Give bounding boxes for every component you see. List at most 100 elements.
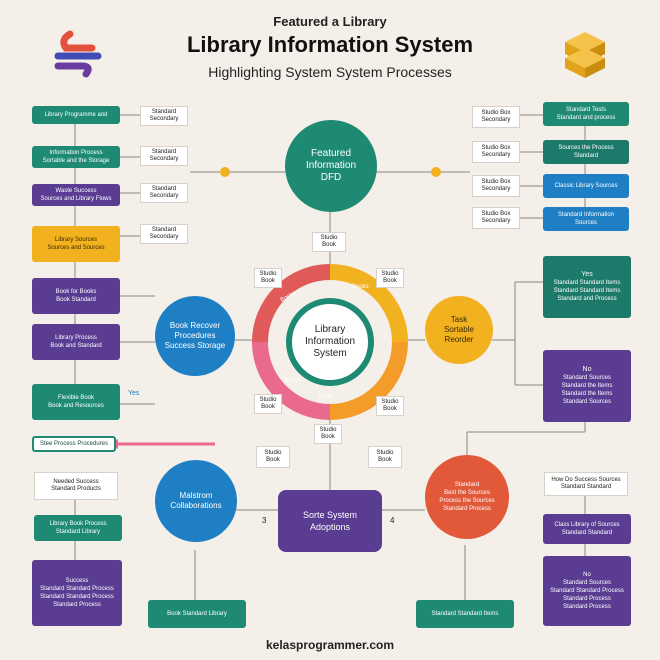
right-box-3: Classic Library Sources bbox=[543, 174, 629, 198]
bottom-right-box-2-l4: Standard Process bbox=[563, 604, 611, 610]
ring-tag-1-sub: Book bbox=[261, 278, 275, 284]
bottom-box-2-text: Standard Standard Items bbox=[431, 611, 499, 617]
bottom-left-box-2-text: Success bbox=[65, 578, 89, 584]
right-tag-1-text: Studio Box bbox=[481, 110, 511, 116]
red-circle-line4: Standard Process bbox=[443, 506, 491, 512]
bottom-right-tag-sub: Standard Standard bbox=[560, 484, 612, 490]
yellow-circle-line3: Reorder bbox=[444, 335, 474, 344]
core-line1: Library bbox=[314, 324, 346, 335]
mid-circle: Malstrom Collaborations bbox=[155, 460, 237, 542]
right-box-1-sub: Standard and process bbox=[556, 115, 616, 121]
bottom-right-box-1-text: Class Library of Sources bbox=[554, 522, 620, 528]
right-box-4-text: Standard Information bbox=[557, 212, 615, 218]
left-tag-3-text: Standard bbox=[151, 186, 177, 192]
yes-box-line2: Standard Standard Items bbox=[553, 288, 621, 294]
left-tag-4-sub: Secondary bbox=[149, 234, 179, 240]
mid-circle-line1: Malstrom bbox=[179, 491, 213, 500]
bottom-left-box-1-sub: Standard Library bbox=[55, 529, 101, 535]
bottom-right-box-2-title: No bbox=[583, 572, 591, 578]
header-kicker: Featured a Library bbox=[273, 14, 387, 29]
left-box-1: Library Programme and bbox=[32, 106, 120, 124]
center-box-num-left: 3 bbox=[262, 516, 267, 525]
ring-tag-4-text: Studio bbox=[381, 399, 399, 405]
bottom-box-2: Standard Standard Items bbox=[416, 600, 514, 628]
center-box-line1: Sorte System bbox=[302, 510, 358, 520]
right-box-1-text: Standard Tests bbox=[566, 107, 606, 113]
no-box-line4: Standard Sources bbox=[562, 399, 612, 405]
hub-line3: DFD bbox=[320, 172, 342, 183]
red-circle-line3: Process the Sources bbox=[439, 498, 495, 504]
left-box-5-sub: Book Standard bbox=[56, 297, 96, 303]
left-box-4-sub: Sources and Sources bbox=[47, 245, 105, 251]
left-box-6-sub: Book and Standard bbox=[50, 343, 102, 349]
right-tag-3-text: Studio Box bbox=[481, 179, 511, 185]
ring-label-bottom: Books bbox=[318, 394, 335, 400]
right-tag-2-sub: Secondary bbox=[481, 152, 511, 158]
no-box-line3: Standard the Items bbox=[561, 391, 613, 397]
left-box-1-text: Library Programme and bbox=[44, 112, 108, 118]
bottom-left-tag-text: Needed Success bbox=[53, 479, 99, 485]
ring-tag-7-text: Studio bbox=[376, 450, 394, 456]
page-title: Library Information System bbox=[186, 32, 474, 57]
top-label-text: Studio bbox=[320, 235, 338, 241]
right-tag-4-sub: Secondary bbox=[481, 218, 511, 224]
left-tag-3-sub: Secondary bbox=[149, 193, 179, 199]
right-tag-2-text: Studio Box bbox=[481, 145, 511, 151]
center-box: Sorte System Adoptions bbox=[278, 490, 382, 552]
right-box-2-sub: Standard bbox=[573, 153, 599, 159]
left-box-7-text: Flexible Book bbox=[57, 395, 95, 401]
red-circle: Standard Best the Sources Process the So… bbox=[425, 455, 509, 539]
ring-label-right: Books bbox=[284, 378, 301, 384]
left-box-3-text: Waste Success bbox=[55, 188, 97, 194]
right-tag-4-text: Studio Box bbox=[481, 211, 511, 217]
ring-tag-2-sub: Book bbox=[383, 278, 397, 284]
center-box-line2: Adoptions bbox=[309, 522, 351, 532]
yes-small-label: Yes bbox=[128, 390, 140, 397]
hub-line2: Information bbox=[305, 160, 357, 171]
yes-box: Yes Standard Standard Items Standard Sta… bbox=[543, 256, 631, 318]
footer-site: kelasprogrammer.com bbox=[265, 638, 395, 652]
bottom-left-box-2-l4: Standard Process bbox=[53, 602, 101, 608]
ring-tag-5-sub: Book bbox=[321, 434, 335, 440]
bottom-left-tag-sub: Standard Products bbox=[51, 486, 101, 492]
core-ring bbox=[252, 264, 408, 420]
mid-circle-line2: Collaborations bbox=[170, 501, 222, 510]
page-subtitle: Highlighting System System Processes bbox=[208, 64, 452, 80]
bottom-left-box-1-text: Library Book Process bbox=[49, 521, 107, 527]
bottom-right-tag-text: How Do Success Sources bbox=[551, 477, 621, 483]
ring-tag-2-text: Studio bbox=[381, 271, 399, 277]
right-box-3-text: Classic Library Sources bbox=[554, 183, 618, 189]
ring-tag-6-text: Studio bbox=[264, 450, 282, 456]
yes-box-line3: Standard and Process bbox=[557, 296, 617, 302]
left-tag-2-text: Standard bbox=[151, 149, 177, 155]
left-box-4-text: Library Sources bbox=[54, 237, 98, 243]
ring-tag-4-sub: Book bbox=[383, 406, 397, 412]
side-process-text: Stee Process Procedures bbox=[39, 441, 109, 447]
no-box-line2: Standard the Items bbox=[561, 383, 613, 389]
bottom-left-box-2-l3: Standard Standard Process bbox=[40, 594, 114, 600]
left-tag-4-text: Standard bbox=[151, 227, 177, 233]
